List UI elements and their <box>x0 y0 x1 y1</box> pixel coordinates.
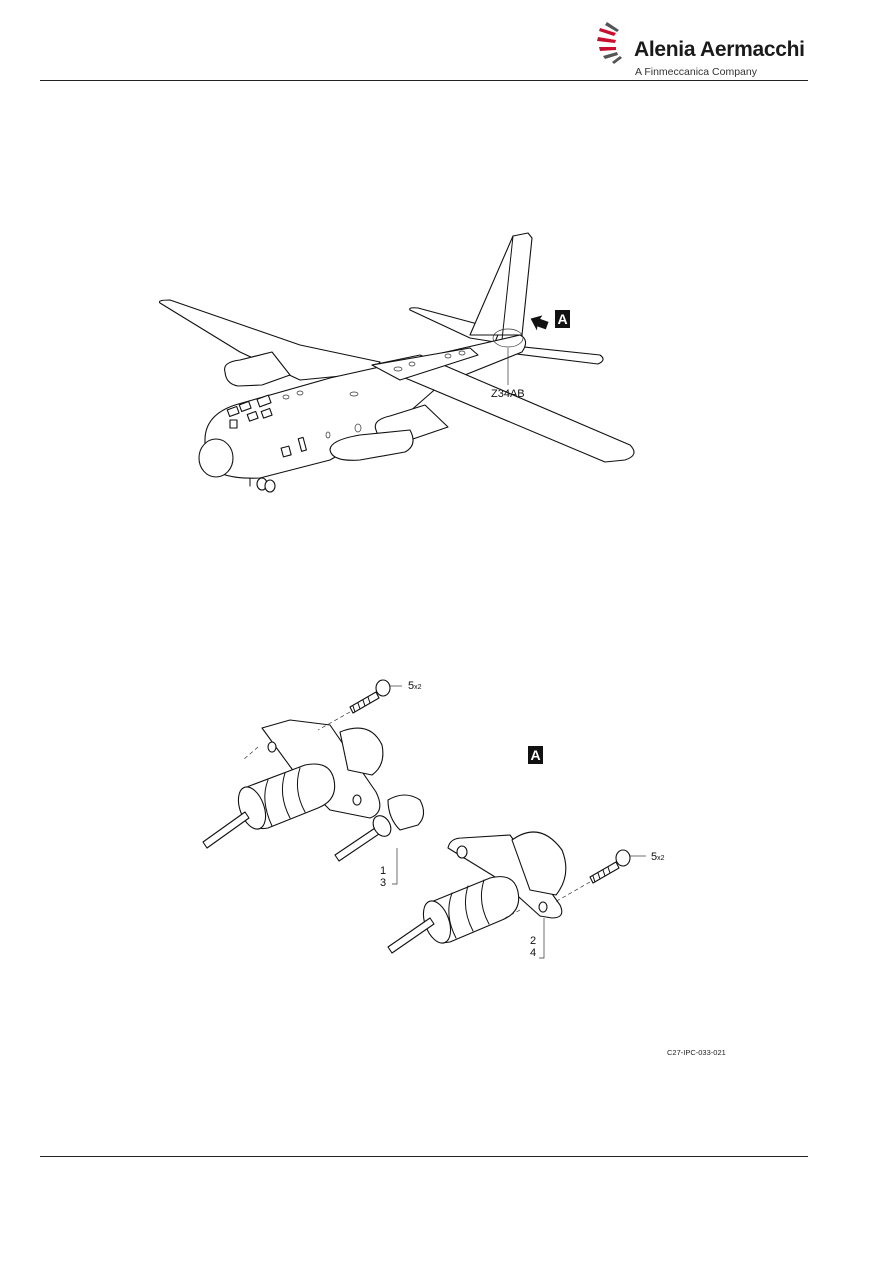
cockpit-windows <box>226 394 308 458</box>
main-gear-pod <box>329 429 414 461</box>
brand-name: Alenia Aermacchi <box>634 38 805 61</box>
nose-dome <box>198 438 234 478</box>
aircraft-overview-illustration <box>158 232 635 493</box>
view-arrow <box>530 315 549 331</box>
view-marker-overview: A <box>555 310 570 328</box>
swoosh-lines-icon <box>597 22 622 64</box>
upper-solenoid-assembly <box>202 679 425 885</box>
figure-reference: C27-IPC-033-021 <box>667 1048 726 1057</box>
callout-item-2: 2 <box>530 935 537 947</box>
footer-rule <box>40 1156 808 1157</box>
view-marker-detail: A <box>528 746 543 764</box>
near-wing <box>371 354 635 463</box>
vertical-fin <box>469 232 533 336</box>
callout-item-4: 4 <box>530 947 537 959</box>
near-stabilizer <box>499 344 604 365</box>
wing-root-fairing <box>371 347 479 381</box>
zone-label: Z34AB <box>491 388 525 400</box>
far-engine-nacelle <box>224 351 291 387</box>
header-rule <box>40 80 808 81</box>
nose-gear <box>249 477 276 493</box>
callout-screw-lower: 5x2 <box>651 851 665 863</box>
zone-highlight <box>492 328 524 348</box>
brand-tagline: A Finmeccanica Company <box>635 66 757 78</box>
callout-screw-upper: 5x2 <box>408 680 422 692</box>
lower-solenoid-assembly <box>387 831 646 959</box>
callout-screw-upper-qty: x2 <box>414 684 422 691</box>
callout-item-1: 1 <box>380 865 387 877</box>
callout-item-3: 3 <box>380 877 387 889</box>
callout-screw-lower-qty: x2 <box>657 855 665 862</box>
